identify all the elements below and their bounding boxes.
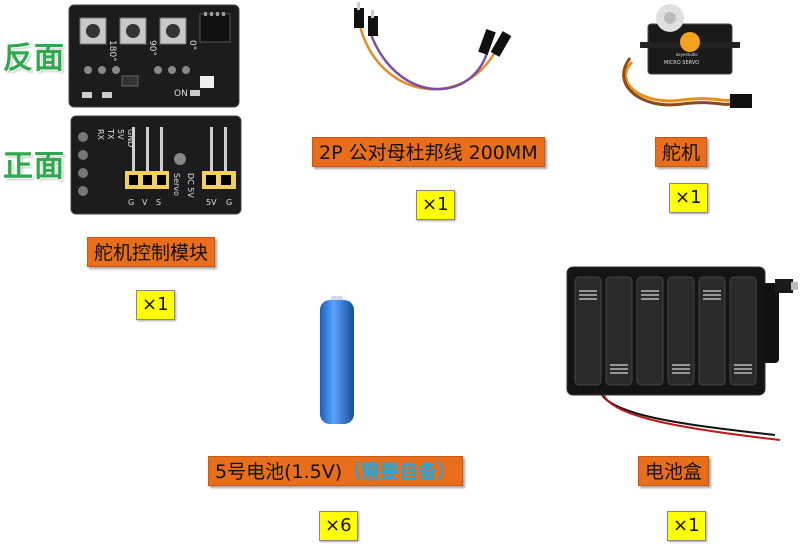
servo-model-label: MICRO SERVO xyxy=(664,60,699,66)
servo-label: Servo xyxy=(172,173,181,196)
pin-header-left-icon xyxy=(125,127,169,189)
board-back-image: 180° 90° 0° ON xyxy=(68,4,240,108)
female-connector-icon xyxy=(478,29,512,57)
servo-connector-icon xyxy=(730,94,752,108)
dc-label: DC 5V xyxy=(186,173,195,198)
servo-board-name: 舵机控制模块 xyxy=(87,237,216,267)
servo-image: MICRO SERVO keyestudio xyxy=(622,4,752,108)
jumper-qty: ×1 xyxy=(416,190,455,220)
pin-header-right-icon xyxy=(202,127,236,189)
brand-logo-icon xyxy=(680,32,700,52)
servo-qty: ×1 xyxy=(669,183,708,213)
battery-box-name: 电池盒 xyxy=(638,456,710,486)
front-side-label: 正面 xyxy=(3,149,65,184)
pin-label-5v: 5V xyxy=(116,129,125,140)
pin-label-tx: TX xyxy=(106,128,115,140)
male-connector-icon xyxy=(354,2,378,36)
battery-box-image xyxy=(566,266,798,441)
servo-board-qty: ×1 xyxy=(136,290,175,320)
back-side-label: 反面 xyxy=(3,41,65,76)
header-left-v: V xyxy=(142,198,148,207)
jumper-wire-image xyxy=(354,2,512,91)
servo-brand-label: keyestudio xyxy=(676,52,698,57)
jumper-name: 2P 公对母杜邦线 200MM xyxy=(312,137,545,167)
header-left-g: G xyxy=(128,198,134,207)
pin-label-gnd: GND xyxy=(126,129,135,147)
servo-name: 舵机 xyxy=(655,137,708,167)
header-right-g: G xyxy=(226,198,232,207)
on-label: ON xyxy=(174,89,188,99)
battery-box-qty: ×1 xyxy=(667,511,706,541)
dc-plug-icon xyxy=(763,279,798,363)
battery-self-provide-note: （需要自备） xyxy=(342,461,457,483)
pin-label-rx: RX xyxy=(96,129,105,141)
header-left-s: S xyxy=(156,198,161,207)
battery-image xyxy=(320,296,354,424)
spring-icons xyxy=(579,290,752,374)
pot-label-180: 180° xyxy=(107,40,117,62)
pot-label-90: 90° xyxy=(147,40,157,56)
battery-name: 5号电池(1.5V)（需要自备） xyxy=(208,456,464,486)
potentiometer-icons xyxy=(79,17,187,45)
battery-qty: ×6 xyxy=(319,511,358,541)
header-right-5v: 5V xyxy=(206,198,217,207)
pot-label-0: 0° xyxy=(187,40,197,50)
board-front-image: RX TX 5V GND G V S Servo DC 5V 5V G xyxy=(70,115,242,215)
